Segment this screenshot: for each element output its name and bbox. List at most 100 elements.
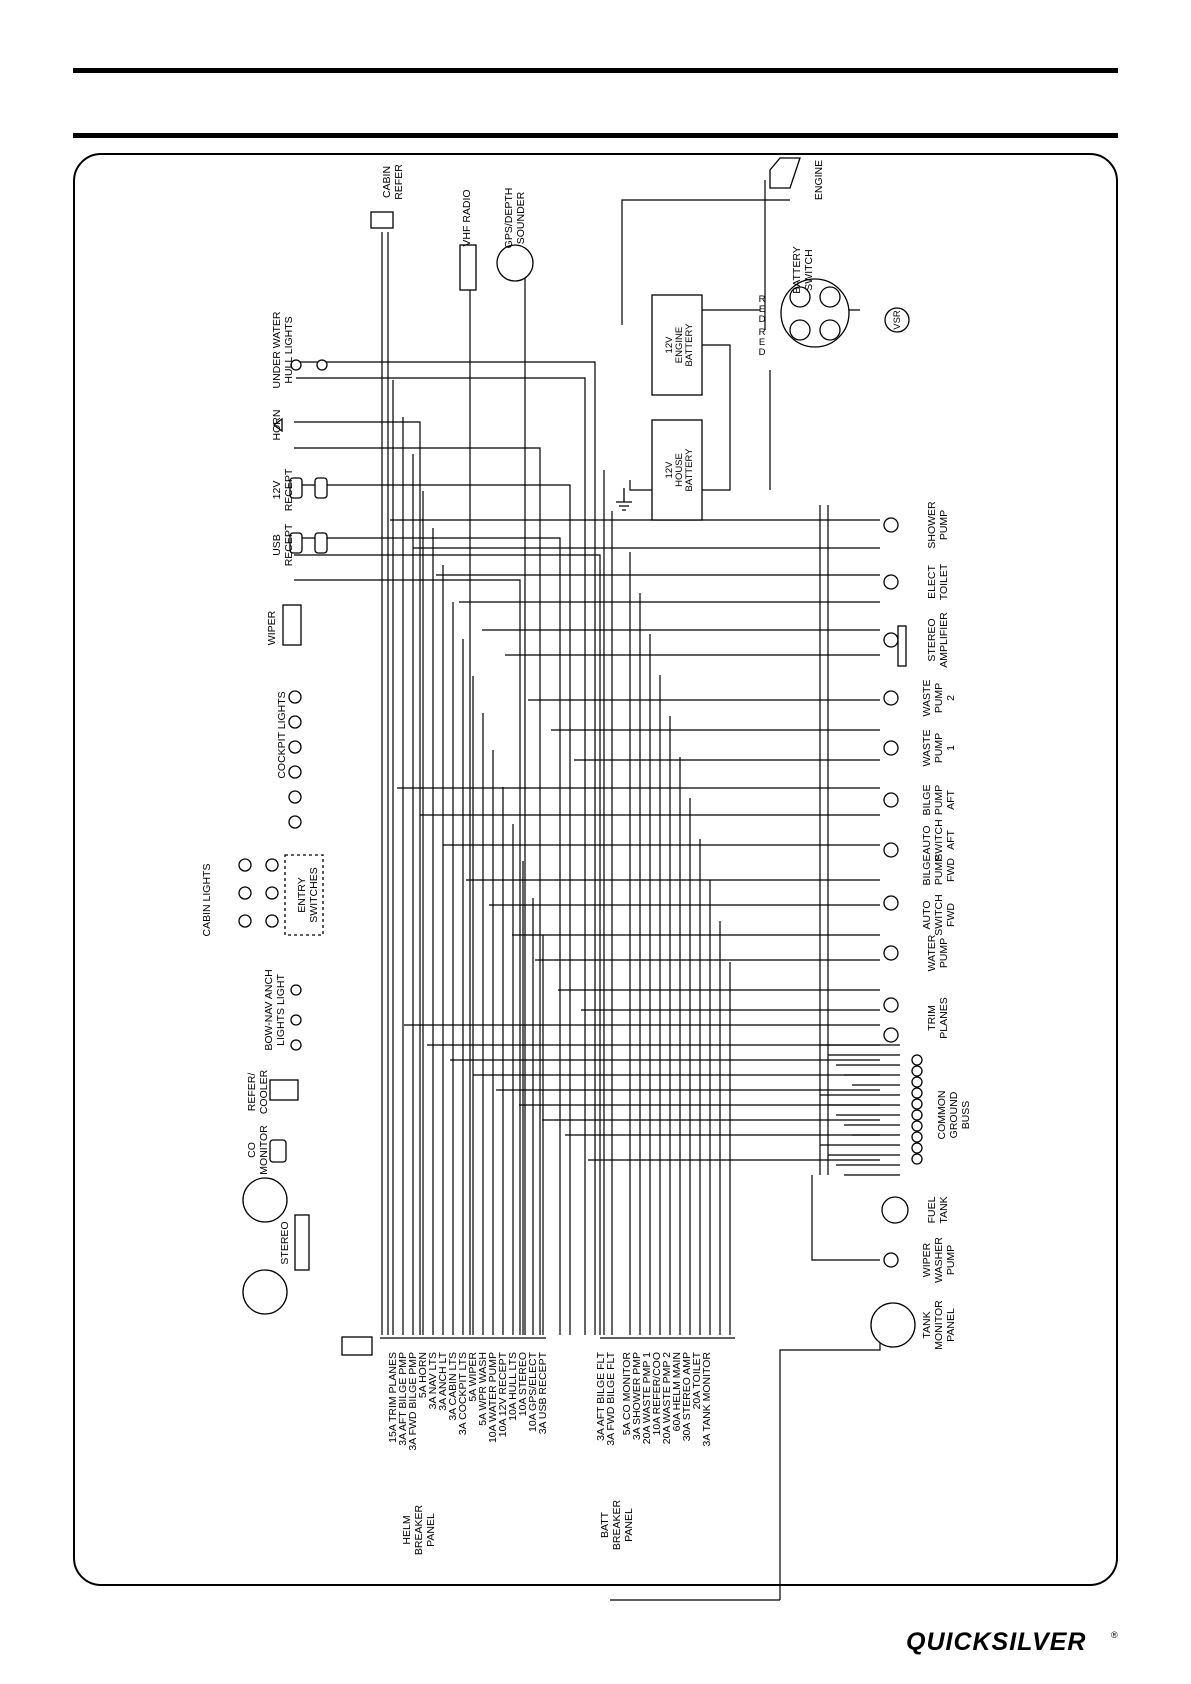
water-pump-label-line: PUMP — [938, 938, 950, 968]
bilge-pump-aft-label-line: PUMP — [933, 785, 945, 815]
usb-receptacle-2 — [314, 532, 328, 554]
ground-buss-terminal — [911, 1087, 923, 1099]
helm-breaker-label-line: 3A COCKPIT LTS — [457, 1352, 469, 1435]
header-rule-top — [73, 68, 1118, 73]
helm-breaker-label: 5A HORN — [417, 1352, 429, 1398]
pump-symbol — [883, 740, 899, 756]
helm-breaker-label: 3A NAV LTS — [427, 1352, 439, 1409]
helm-breaker-label: 10A GPS/ELECT — [527, 1351, 539, 1432]
wire — [700, 344, 731, 491]
common-ground-label-line: COMMON — [936, 1091, 948, 1140]
refer-cooler-label-line: REFER/ — [246, 1073, 258, 1112]
helm-breaker-label: 3A AFT BILGE PMP — [397, 1352, 409, 1446]
wire — [296, 377, 586, 1335]
waste-pump-2-label-line: PUMP — [933, 683, 945, 713]
vsr-label-line: VSR — [892, 310, 903, 330]
helm-breaker-label-line: 3A USB RECEPT — [537, 1351, 549, 1434]
wiper-washer-label-line: WIPER — [921, 1242, 933, 1277]
cockpit-light — [288, 715, 302, 729]
ground-buss-terminal — [911, 1065, 923, 1077]
waste-pump-1-label-line: PUMP — [933, 733, 945, 763]
engine-battery-label-line: ENGINE — [674, 327, 685, 363]
pump-symbol — [883, 517, 899, 533]
helm-breaker-label-line: 5A HORN — [417, 1352, 429, 1398]
wiring-lines — [294, 180, 900, 1601]
cockpit-light — [288, 690, 302, 704]
wiper-label-line: WIPER — [266, 610, 278, 645]
wiper-washer-label-line: WASHER — [933, 1237, 945, 1283]
vhf-radio-label-line: VHF RADIO — [461, 189, 473, 246]
fuel-tank-label-line: FUEL — [926, 1196, 938, 1223]
wire — [294, 447, 541, 1335]
tank-monitor-gauge — [870, 1302, 916, 1348]
usb-receptacle-1 — [289, 532, 303, 554]
ground-buss-terminal — [911, 1098, 923, 1110]
pump-symbol — [883, 574, 899, 590]
batt-breaker-label-line: 60A HELM MAIN — [671, 1352, 683, 1431]
cabin-refer-label-line: CABIN — [381, 166, 393, 198]
helm-breaker-label-line: 3A ANCH LT — [437, 1351, 449, 1410]
helm-breaker-label-line: 5A WIPER — [467, 1352, 479, 1402]
bilge-pump-fwd-label-line: FWD — [945, 858, 957, 882]
helm-breaker-label: 3A ANCH LT — [437, 1351, 449, 1410]
vsr-label: VSR — [892, 310, 903, 330]
helm-breaker-label: 3A COCKPIT LTS — [457, 1352, 469, 1435]
washer-pump-symbol — [883, 1252, 899, 1268]
batt-breaker-label-line: 20A WASTE PMP 1 — [641, 1352, 653, 1444]
bilge-pump-aft-label-line: BILGE — [921, 785, 933, 816]
fuel-tank-label-line: TANK — [938, 1196, 950, 1223]
vhf-radio-box — [459, 244, 477, 291]
vhf-radio-label: VHF RADIO — [461, 189, 473, 246]
quicksilver-logo: QUICKSILVER — [906, 1628, 1087, 1656]
ground-buss-terminal — [911, 1076, 923, 1088]
helm-breaker-label-line: 10A GPS/ELECT — [527, 1351, 539, 1432]
bilge-pump-fwd-label-line: BILGE — [921, 855, 933, 886]
co-monitor-label-line: CO — [246, 1142, 258, 1158]
water-pump-label-line: WATER — [926, 934, 938, 971]
cabin-light — [238, 914, 252, 928]
helm-breaker-panel-label-line: HELM — [401, 1515, 413, 1544]
tank-monitor-label-line: PANEL — [945, 1308, 957, 1342]
helm-breaker-label-line: 3A CABIN LTS — [447, 1352, 459, 1421]
tank-monitor-label-line: TANK — [921, 1311, 933, 1338]
receptacle-12v-1 — [289, 477, 303, 499]
ground-buss-terminal — [911, 1109, 923, 1121]
batt-breaker-label-line: 10A REFER/COO — [651, 1352, 663, 1435]
ground-buss-terminal — [911, 1153, 923, 1165]
helm-breaker-label-line: 3A NAV LTS — [427, 1352, 439, 1409]
cockpit-lights-label: COCKPIT LIGHTS — [276, 691, 288, 778]
tank-monitor-label-line: MONITOR — [933, 1300, 945, 1350]
vsr-symbol — [884, 307, 910, 333]
entry-switch-box — [284, 854, 324, 936]
pump-symbol — [883, 895, 899, 911]
waste-pump-2-label-line: WASTE — [921, 680, 933, 717]
diagram-frame — [73, 153, 1118, 1586]
bow-nav-anch-label-line: BOW-NAV ANCH — [263, 969, 275, 1050]
batt-breaker-label-line: 3A AFT BILGE FLT — [595, 1351, 607, 1440]
trim-planes-label-line: TRIM — [926, 1005, 938, 1031]
shower-pump-label-line: PUMP — [938, 510, 950, 540]
waste-pump-1-label-line: WASTE — [921, 730, 933, 767]
engine-label: ENGINE — [813, 160, 825, 200]
red-letter: E — [759, 337, 765, 348]
house-battery-box — [651, 419, 703, 521]
auto-switch-aft-label-line: AUTO — [921, 826, 933, 855]
helm-breaker-label-line: 10A STEREO — [517, 1352, 529, 1416]
helm-breaker-panel-label-line: PANEL — [425, 1513, 437, 1547]
helm-breaker-label-line: 5A WPR WASH — [477, 1352, 489, 1426]
house-battery-label-line: HOUSE — [674, 453, 685, 487]
stereo-amplifier-box — [897, 625, 907, 667]
engine-symbol — [769, 157, 801, 189]
speaker-1 — [242, 1177, 288, 1223]
underwater-light-2 — [316, 359, 328, 371]
engine-battery-box — [651, 294, 703, 396]
receptacle-12v-label-line: 12V — [271, 481, 283, 500]
helm-breaker-label-line: 15A TRIM PLANES — [387, 1352, 399, 1443]
